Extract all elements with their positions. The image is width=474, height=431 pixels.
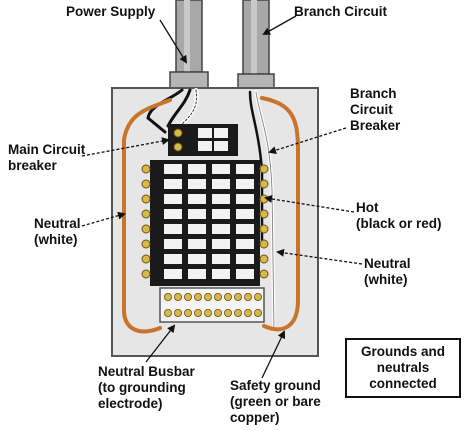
arrow-main-breaker <box>81 137 170 157</box>
terminal-screw-icon <box>233 308 242 317</box>
branch-breaker-icon <box>141 209 269 219</box>
terminal-screw-icon <box>259 164 269 174</box>
arrow-neutral-left <box>81 211 126 227</box>
terminal-screw-icon <box>203 292 212 301</box>
branch-breaker-icon <box>141 179 269 189</box>
leader-lines <box>81 15 363 379</box>
main-circuit-breaker-label: Main Circuit breaker <box>8 142 86 173</box>
branch-breaker-icon <box>141 254 269 264</box>
terminal-screw-icon <box>173 308 182 317</box>
main-breaker <box>168 124 238 156</box>
terminal-screw-icon <box>253 308 262 317</box>
terminal-screw-icon <box>141 209 151 219</box>
neutral-left-label: Neutral (white) <box>34 216 81 247</box>
terminal-screw-icon <box>259 209 269 219</box>
arrow-neutral-right <box>276 248 363 265</box>
terminal-screw-icon <box>259 179 269 189</box>
arrow-branch-circuit <box>262 15 297 35</box>
terminal-screw-icon <box>141 194 151 204</box>
terminal-screw-icon <box>163 292 172 301</box>
branch-breaker-icon <box>141 164 269 174</box>
hot-label: Hot (black or red) <box>356 200 442 231</box>
terminal-screw-icon <box>243 308 252 317</box>
terminal-screw-icon <box>193 308 202 317</box>
terminal-screw-icon <box>173 292 182 301</box>
branch-breaker-icon <box>141 239 269 249</box>
terminal-screw-icon <box>223 292 232 301</box>
breaker-backing <box>150 160 260 286</box>
safety-ground-label: Safety ground (green or bare copper) <box>230 378 321 425</box>
terminal-screw-icon <box>163 308 172 317</box>
neutral-right-label: Neutral (white) <box>364 256 411 287</box>
terminal-screw-icon <box>223 308 232 317</box>
power-supply-label: Power Supply <box>66 4 156 19</box>
neutral-busbar-label: Neutral Busbar (to grounding electrode) <box>98 364 195 411</box>
terminal-screw-icon <box>259 269 269 279</box>
terminal-screw-icon <box>213 292 222 301</box>
branch-breaker-icon <box>141 269 269 279</box>
arrow-neutral-busbar <box>145 324 176 363</box>
arrow-branch-breaker <box>268 127 347 155</box>
terminal-screw-icon <box>253 292 262 301</box>
arrow-power-supply <box>159 19 188 64</box>
terminal-screw-icon <box>183 308 192 317</box>
branch-circuit-label: Branch Circuit <box>294 4 388 19</box>
terminal-screw-icon <box>259 254 269 264</box>
arrow-safety-ground <box>261 330 286 379</box>
terminal-screw-icon <box>259 194 269 204</box>
terminal-screw-icon <box>259 224 269 234</box>
copper-ground-wires <box>122 96 300 334</box>
terminal-screw-icon <box>259 239 269 249</box>
terminal-screw-icon <box>193 292 202 301</box>
neutral-busbar <box>159 287 265 323</box>
branch-breaker-icon <box>141 224 269 234</box>
terminal-screw-icon <box>183 292 192 301</box>
branch-circuit-conduit <box>237 0 275 93</box>
terminal-screw-icon <box>141 254 151 264</box>
branch-breakers <box>141 160 269 286</box>
terminal-screw-icon <box>141 224 151 234</box>
terminal-screw-icon <box>141 269 151 279</box>
terminal-screw-icon <box>141 179 151 189</box>
terminal-screw-icon <box>213 308 222 317</box>
terminal-screw-icon <box>233 292 242 301</box>
terminal-screw-icon <box>141 164 151 174</box>
grounds-note-box: Grounds and neutrals connected <box>345 338 461 398</box>
grounds-note-text: Grounds and neutrals connected <box>361 344 445 391</box>
terminal-screw-icon <box>243 292 252 301</box>
terminal-screw-icon <box>203 308 212 317</box>
branch-circuit-breaker-label: Branch Circuit Breaker <box>350 86 401 133</box>
terminal-screw-icon <box>141 239 151 249</box>
